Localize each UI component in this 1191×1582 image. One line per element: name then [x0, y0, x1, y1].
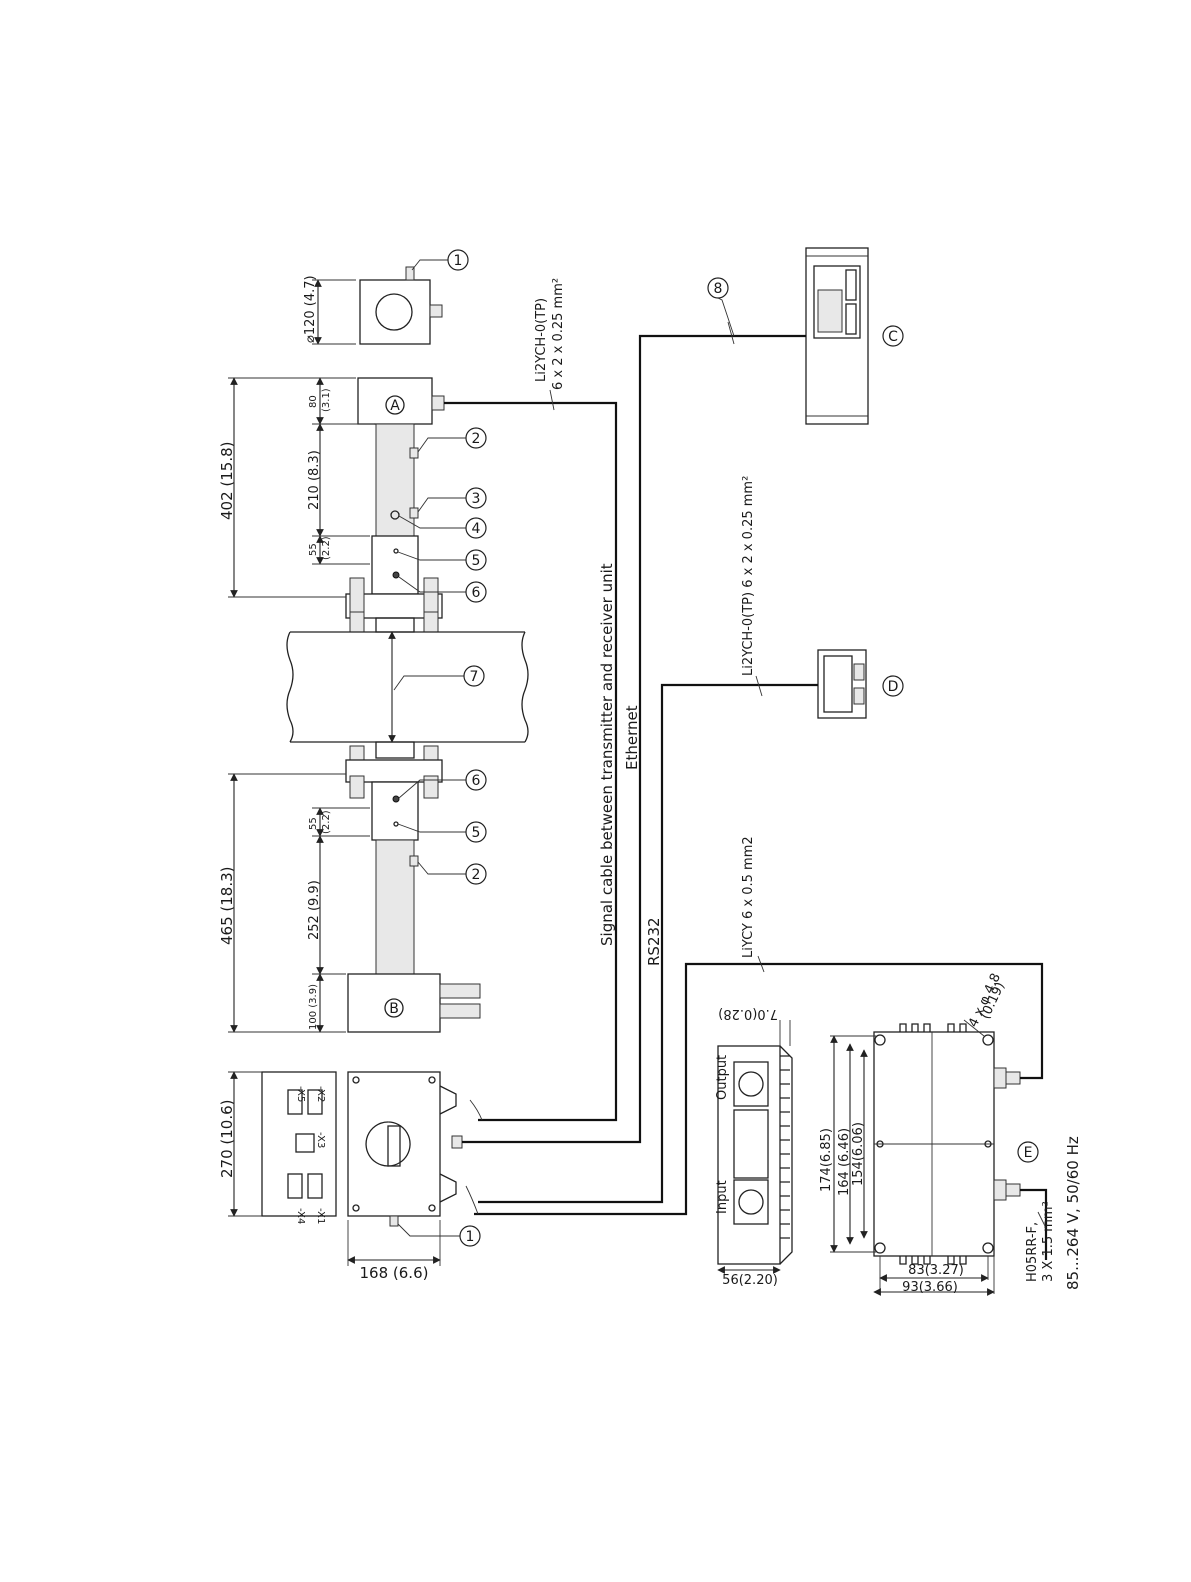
svg-text:465 (18.3): 465 (18.3) [218, 866, 236, 945]
svg-text:⌀120 (4.7): ⌀120 (4.7) [303, 275, 318, 343]
svg-text:93(3.66): 93(3.66) [902, 1280, 958, 1295]
svg-text:8: 8 [714, 281, 723, 297]
duct-section [286, 631, 529, 743]
receiver-unit-b: B [345, 741, 481, 1033]
cable-mains [1020, 1188, 1048, 1260]
svg-text:D: D [888, 679, 899, 695]
top-flange-view [359, 266, 443, 345]
svg-text:210 (8.3): 210 (8.3) [307, 450, 322, 510]
svg-text:(2.2): (2.2) [321, 536, 332, 560]
svg-text:83(3.27): 83(3.27) [908, 1263, 964, 1278]
callout-5-lower: 5 [397, 821, 487, 843]
cable-psu-data [465, 962, 1044, 1216]
cable-rs232 [478, 683, 818, 1204]
svg-text:6 x 2 x 0.25 mm²: 6 x 2 x 0.25 mm² [551, 278, 566, 390]
dim-lower: 465 (18.3) 55 (2.2) 252 (9.9) 100 (3.9) [218, 773, 370, 1033]
svg-text:85...264 V, 50/60 Hz: 85...264 V, 50/60 Hz [1064, 1136, 1082, 1290]
terminal-strip-view: -X5 -X2 -X3 -X4 -X1 [261, 1071, 337, 1224]
svg-text:4: 4 [472, 521, 481, 537]
transmitter-unit-a: A [345, 377, 445, 633]
cable-ethernet [462, 334, 806, 1144]
svg-text:174(6.85): 174(6.85) [819, 1128, 834, 1192]
svg-text:B: B [389, 1001, 399, 1017]
svg-text:1: 1 [454, 253, 463, 269]
svg-text:5: 5 [472, 553, 481, 569]
svg-text:Ethernet: Ethernet [623, 705, 641, 770]
svg-text:3 X 1.5 mm²: 3 X 1.5 mm² [1041, 1201, 1056, 1282]
svg-text:(3.1): (3.1) [321, 388, 332, 412]
dim-psu-side: 56(2.20) 7.0(0.28) [717, 1006, 791, 1288]
display-unit-d: D [817, 649, 904, 719]
callout-3: 3 [417, 487, 487, 513]
svg-text:168 (6.6): 168 (6.6) [360, 1264, 429, 1282]
svg-text:55: 55 [308, 817, 319, 830]
svg-text:3: 3 [472, 491, 481, 507]
svg-text:2: 2 [472, 867, 481, 883]
svg-text:270 (10.6): 270 (10.6) [218, 1099, 236, 1178]
svg-text:80: 80 [308, 395, 319, 408]
dim-flange-size: ⌀120 (4.7) [303, 275, 356, 345]
svg-text:-X5: -X5 [295, 1086, 306, 1102]
svg-text:Li2YCH-0(TP) 6 x 2 x 0.25 mm²: Li2YCH-0(TP) 6 x 2 x 0.25 mm² [741, 476, 756, 676]
dim-upper: 402 (15.8) 80 (3.1) 210 (8.3) 55 (2.2) [218, 377, 374, 598]
svg-text:RS232: RS232 [645, 917, 663, 966]
callout-1-bottom: 1 [397, 1223, 481, 1247]
svg-text:2: 2 [472, 431, 481, 447]
terminal-box-front [347, 1071, 463, 1227]
cable-signal [444, 401, 618, 1122]
svg-text:55: 55 [308, 543, 319, 556]
svg-text:1: 1 [466, 1229, 475, 1245]
svg-text:Signal cable between transmitt: Signal cable between transmitter and rec… [598, 563, 616, 946]
svg-text:402 (15.8): 402 (15.8) [218, 441, 236, 520]
svg-text:(2.2): (2.2) [321, 810, 332, 834]
svg-text:Li2YCH-0(TP): Li2YCH-0(TP) [534, 298, 549, 382]
callout-5-upper: 5 [397, 549, 487, 571]
svg-text:Input: Input [715, 1180, 730, 1214]
svg-text:A: A [390, 398, 400, 414]
callout-6-lower: 6 [398, 769, 487, 799]
svg-text:-X3: -X3 [315, 1132, 326, 1148]
svg-text:7: 7 [470, 669, 479, 685]
svg-text:56(2.20): 56(2.20) [722, 1273, 778, 1288]
svg-text:6: 6 [472, 773, 481, 789]
callout-1-top: 1 [411, 249, 469, 271]
svg-text:6: 6 [472, 585, 481, 601]
svg-text:LiYCY 6 x 0.5 mm2: LiYCY 6 x 0.5 mm2 [741, 836, 756, 958]
callout-8: 8 [707, 277, 735, 337]
svg-text:E: E [1024, 1145, 1033, 1161]
svg-text:7.0(0.28): 7.0(0.28) [718, 1006, 778, 1021]
callout-2-lower: 2 [417, 861, 487, 885]
svg-text:-X1: -X1 [315, 1208, 326, 1224]
svg-text:164 (6.46): 164 (6.46) [837, 1128, 852, 1196]
svg-text:100 (3.9): 100 (3.9) [308, 984, 319, 1030]
callout-2-upper: 2 [417, 427, 487, 453]
psu-side-view: Output Input [715, 1045, 793, 1265]
svg-text:-X2: -X2 [315, 1086, 326, 1102]
svg-text:252 (9.9): 252 (9.9) [307, 880, 322, 940]
callout-7: 7 [393, 665, 485, 691]
svg-text:5: 5 [472, 825, 481, 841]
dim-terminal: 270 (10.6) 168 (6.6) [218, 1071, 441, 1282]
callout-4: 4 [398, 515, 487, 539]
svg-text:-X4: -X4 [295, 1208, 306, 1224]
svg-text:C: C [888, 329, 898, 345]
svg-text:Output: Output [715, 1055, 730, 1100]
svg-text:H05RR-F,: H05RR-F, [1025, 1222, 1040, 1282]
control-unit-c: C [805, 247, 904, 425]
psu-front-view: E [873, 1023, 1039, 1265]
svg-text:154(6.06): 154(6.06) [851, 1122, 866, 1186]
callout-6-upper: 6 [398, 576, 487, 603]
